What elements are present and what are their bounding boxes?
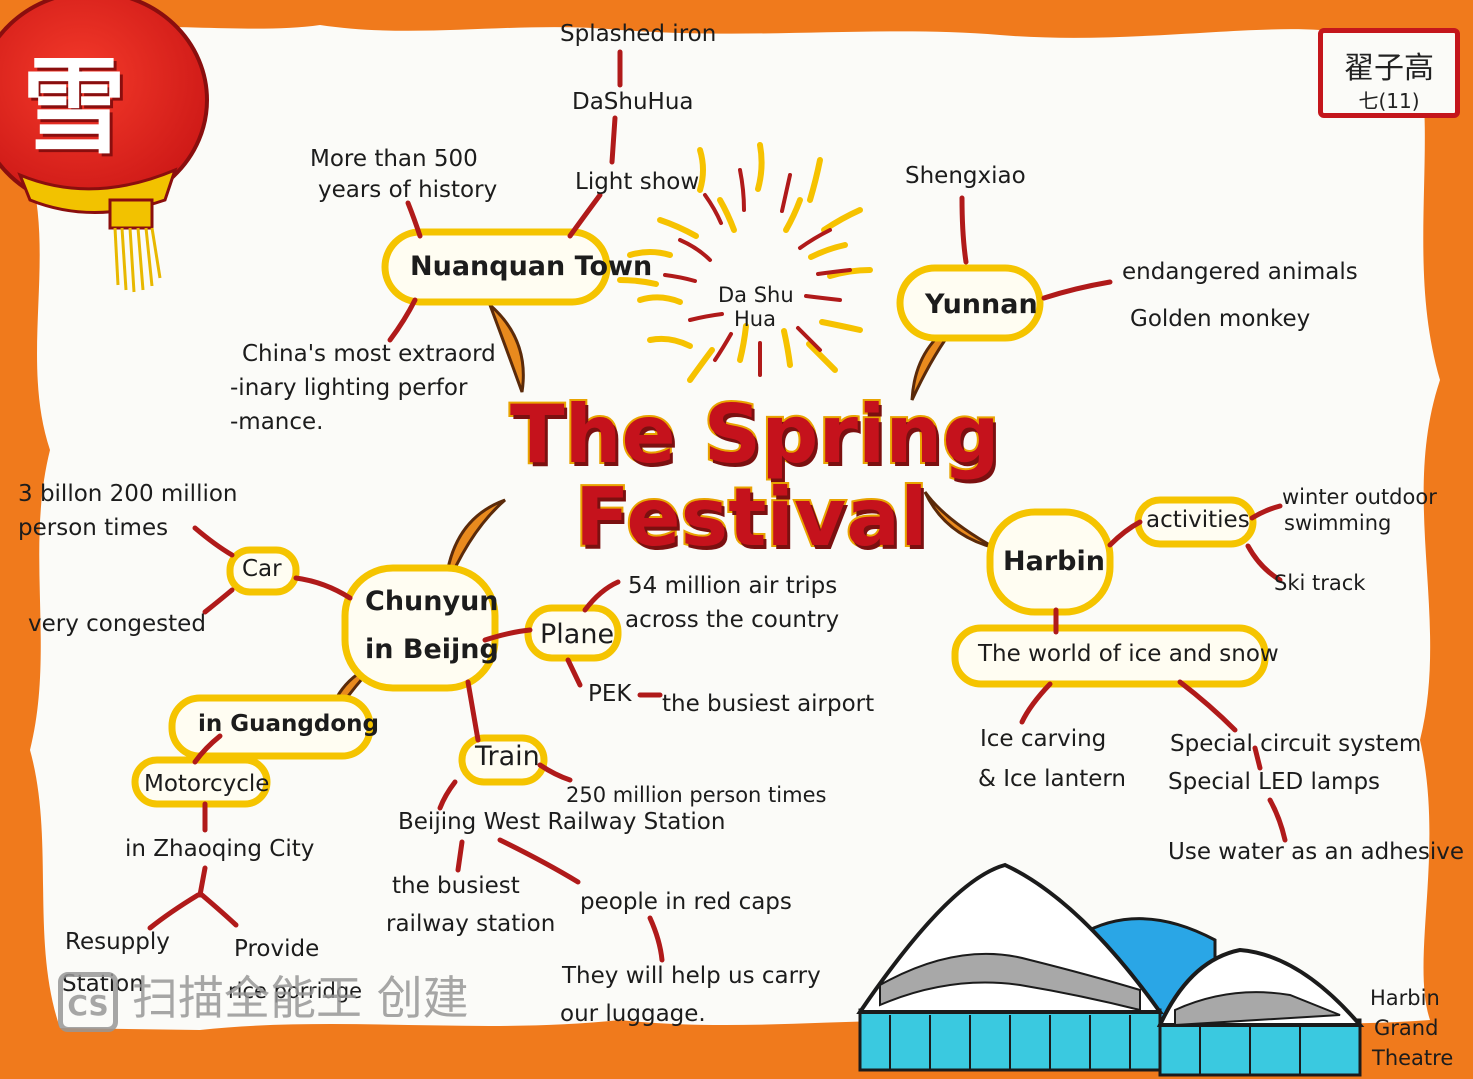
shengxiao: Shengxiao <box>905 163 1026 189</box>
busiest-railway-line-2: railway station <box>386 911 556 937</box>
performance-line-1: China's most extraord <box>242 341 496 367</box>
yunnan-node: Yunnan <box>925 289 1038 320</box>
winter-swimming-line-2: swimming <box>1284 511 1392 535</box>
fireworks-label-2: Hua <box>734 307 776 331</box>
chunyun-node-line-1: Chunyun <box>365 586 499 617</box>
ski-track: Ski track <box>1274 571 1366 595</box>
pek: PEK <box>588 681 632 707</box>
provide-line-2: rice porridge <box>228 979 363 1003</box>
zhaoqing-city: in Zhaoqing City <box>125 836 315 862</box>
author-name: 翟子高 <box>1344 51 1434 86</box>
ice-and-snow-node: The world of ice and snow <box>978 641 1279 667</box>
performance-line-2: -inary lighting perfor <box>230 375 468 401</box>
ice-carving: Ice carving <box>980 726 1107 752</box>
endangered-animals: endangered animals <box>1122 259 1358 285</box>
title-line-2: Festival <box>573 471 929 564</box>
resupply-line-1: Resupply <box>65 929 170 955</box>
signature-box: 翟子高 七(11) <box>1318 28 1460 118</box>
lantern-character: 雪 <box>22 46 127 168</box>
performance-line-3: -mance. <box>230 409 324 435</box>
car-node: Car <box>242 556 282 582</box>
special-led: Special LED lamps <box>1168 769 1381 795</box>
motorcycle-node: Motorcycle <box>144 771 270 797</box>
harbin-grand-theatre-drawing <box>856 862 1365 1077</box>
harbin-node: Harbin <box>1003 546 1105 577</box>
busiest-airport: the busiest airport <box>662 691 875 717</box>
help-line-2: our luggage. <box>560 1001 706 1027</box>
help-line-1: They will help us carry <box>562 963 821 989</box>
red-caps: people in red caps <box>580 889 792 915</box>
scanner-watermark: CS 扫描全能王 创建 <box>58 962 469 1032</box>
red-lantern <box>0 0 209 293</box>
title-line-1: The Spring <box>508 388 1002 481</box>
nuanquan-town-node: Nuanquan Town <box>410 251 653 282</box>
car-count-line-1: 3 billon 200 million <box>18 481 238 507</box>
chunyun-node-line-2: in Beijng <box>365 634 499 665</box>
fireworks-label-1: Da Shu <box>718 283 794 307</box>
in-guangdong-node: in Guangdong <box>198 711 379 737</box>
special-circuit: Special circuit system <box>1170 731 1422 757</box>
watermark-badge: CS <box>58 971 118 1032</box>
beijing-west-station: Beijing West Railway Station <box>398 809 726 835</box>
busiest-railway-line-1: the busiest <box>392 873 520 899</box>
train-count: 250 million person times <box>566 783 827 807</box>
splashed-iron: Splashed iron <box>560 21 717 47</box>
car-status: very congested <box>28 611 206 637</box>
history-line-2: years of history <box>318 177 498 203</box>
ice-lantern: & Ice lantern <box>978 766 1126 792</box>
theatre-label-1: Harbin <box>1370 986 1440 1010</box>
golden-monkey: Golden monkey <box>1130 306 1311 332</box>
bubbles <box>131 228 1269 808</box>
connector-lines <box>147 49 1288 963</box>
theatre-label-2: Grand <box>1374 1016 1439 1040</box>
light-show: Light show <box>575 169 700 195</box>
fireworks-dashuhua <box>617 142 873 383</box>
theatre-label-3: Theatre <box>1372 1046 1454 1070</box>
plane-node: Plane <box>540 619 615 650</box>
plane-trips-line-1: 54 million air trips <box>628 573 838 599</box>
watermark-text: 扫描全能王 创建 <box>132 971 469 1025</box>
plane-trips-line-2: across the country <box>625 607 840 633</box>
train-node: Train <box>475 741 540 772</box>
provide-line-1: Provide <box>234 936 320 962</box>
history-line-1: More than 500 <box>310 146 478 172</box>
dashuhua: DaShuHua <box>572 89 694 115</box>
activities-node: activities <box>1146 507 1250 533</box>
winter-swimming-line-1: winter outdoor <box>1282 485 1437 509</box>
water-adhesive: Use water as an adhesive <box>1168 839 1465 865</box>
author-class: 七(11) <box>1358 89 1420 113</box>
car-count-line-2: person times <box>18 515 169 541</box>
paper-sheet <box>29 25 1441 1030</box>
